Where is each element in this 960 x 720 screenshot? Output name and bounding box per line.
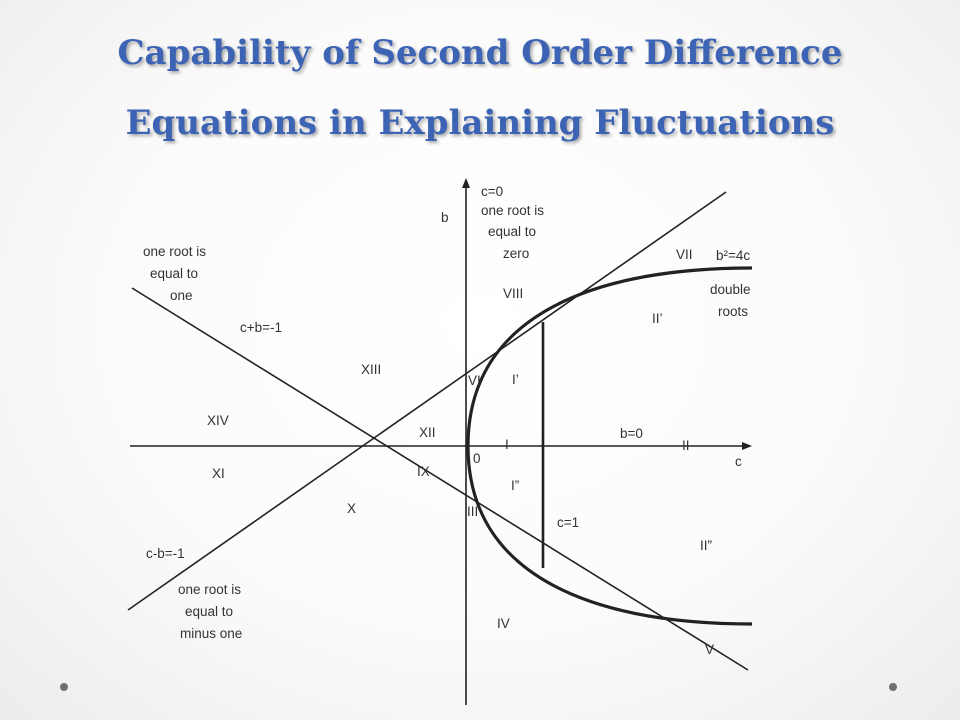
region-XII: XII: [419, 425, 436, 440]
region-II-prime: II’: [652, 311, 663, 326]
region-I-prime: I’: [512, 372, 519, 387]
region-XIII: XIII: [361, 362, 381, 377]
c-axis-label: c: [735, 454, 742, 469]
annotation-one-root-minus-one-1: one root is: [178, 582, 241, 597]
c-plus-b-label: c+b=-1: [240, 320, 282, 335]
annotation-one-root-zero-1: one root is: [481, 203, 544, 218]
region-I: I: [505, 437, 509, 452]
c-eq-1-label: c=1: [557, 515, 579, 530]
right-bullet-dot: [889, 683, 897, 691]
annotation-one-root-one-2: equal to: [150, 266, 198, 281]
region-VIII: VIII: [503, 286, 523, 301]
annotation-one-root-zero-3: zero: [503, 246, 529, 261]
origin-label: 0: [473, 451, 481, 466]
title-line-1: Capability of Second Order Difference: [117, 33, 843, 73]
region-IX: IX: [417, 464, 430, 479]
left-bullet-dot: [60, 683, 68, 691]
parabola-b2-eq-4c: [466, 266, 753, 626]
slide-title: Capability of Second Order Difference Eq…: [0, 18, 960, 158]
annotation-one-root-zero-2: equal to: [488, 224, 536, 239]
parabola-label: b²=4c: [716, 248, 750, 263]
annotation-one-root-one-1: one root is: [143, 244, 206, 259]
title-line-2: Equations in Explaining Fluctuations: [125, 103, 835, 143]
region-VII: VII: [676, 247, 693, 262]
annotation-one-root-minus-one-3: minus one: [180, 626, 242, 641]
c-eq-0-label: c=0: [481, 184, 503, 199]
region-IV: IV: [497, 616, 510, 631]
b-axis-label: b: [441, 210, 449, 225]
region-XIV: XIV: [207, 413, 229, 428]
annotation-double-roots-1: double: [710, 282, 751, 297]
b-eq-0-label: b=0: [620, 426, 643, 441]
region-V: V: [705, 642, 714, 657]
annotation-one-root-one-3: one: [170, 288, 193, 303]
c-minus-b-label: c-b=-1: [146, 546, 185, 561]
line-c-minus-b-eq-minus-1: [127, 191, 727, 611]
annotation-double-roots-2: roots: [718, 304, 748, 319]
annotation-one-root-minus-one-2: equal to: [185, 604, 233, 619]
region-II-dprime: II”: [700, 538, 712, 553]
region-III: III: [467, 504, 478, 519]
region-X: X: [347, 501, 356, 516]
region-VI: VI: [468, 373, 481, 388]
line-c-plus-b-eq-minus-1: [131, 287, 749, 671]
region-I-dprime: I”: [511, 478, 519, 493]
region-II: II: [682, 438, 690, 453]
region-XI: XI: [212, 466, 225, 481]
